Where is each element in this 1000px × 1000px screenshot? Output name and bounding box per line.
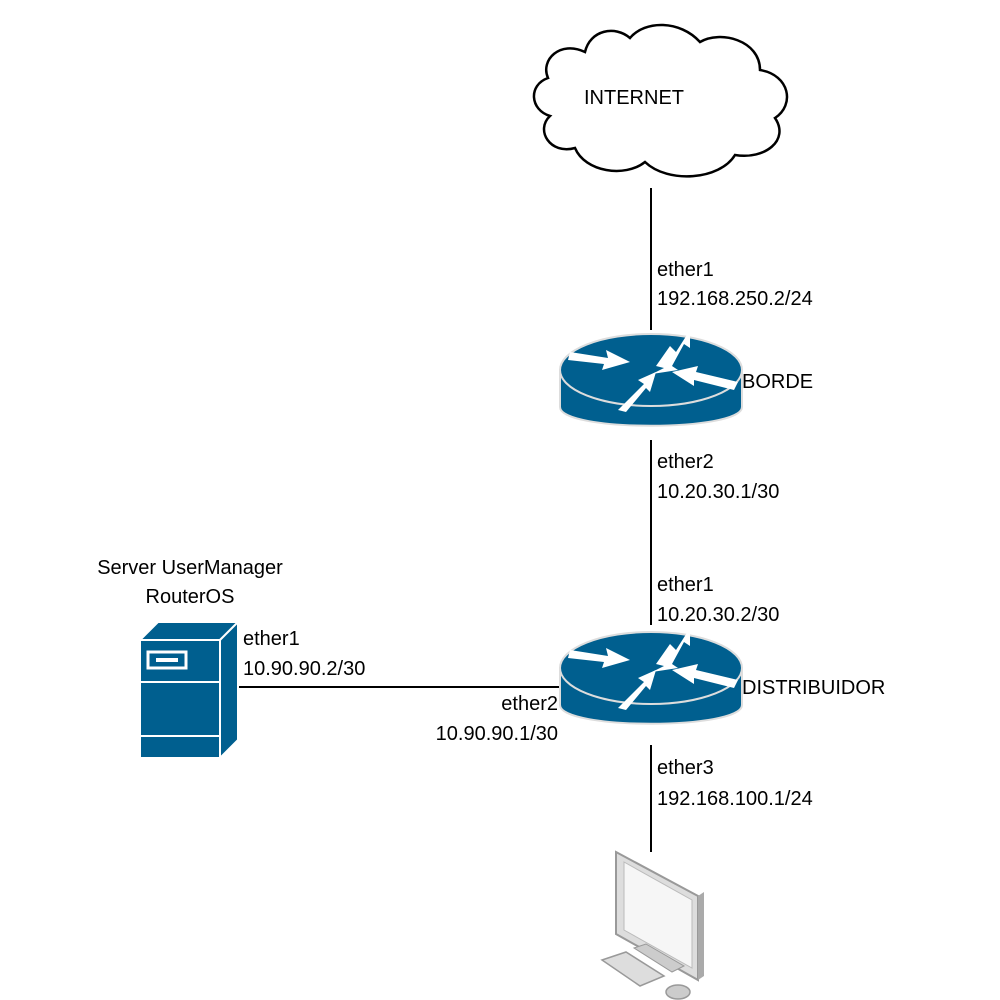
router-borde-icon [559, 330, 743, 427]
borde-ether2-ip: 10.20.30.1/30 [657, 481, 780, 503]
borde-ether2-iface: ether2 [657, 451, 714, 473]
server-label-line1: Server UserManager [97, 557, 283, 579]
internet-cloud-icon [532, 23, 789, 178]
workstation-icon [600, 850, 704, 1000]
distribuidor-ether2-iface: ether2 [501, 693, 558, 715]
borde-ether1-iface: ether1 [657, 259, 714, 281]
borde-ether1-ip: 192.168.250.2/24 [657, 288, 813, 310]
router-distribuidor-icon [559, 628, 743, 725]
distribuidor-router-label: DISTRIBUIDOR [742, 677, 886, 699]
server-ether1-iface: ether1 [243, 628, 300, 650]
distribuidor-ether3-iface: ether3 [657, 757, 714, 779]
borde-router-label: BORDE [742, 371, 814, 393]
server-label-line2: RouterOS [145, 586, 235, 608]
distribuidor-ether1-ip: 10.20.30.2/30 [657, 604, 780, 626]
server-ether1-ip: 10.90.90.2/30 [243, 658, 366, 680]
server-icon [137, 619, 241, 761]
internet-label: INTERNET [584, 87, 684, 109]
distribuidor-ether2-ip: 10.90.90.1/30 [435, 723, 558, 745]
distribuidor-ether1-iface: ether1 [657, 574, 714, 596]
distribuidor-ether3-ip: 192.168.100.1/24 [657, 788, 813, 810]
